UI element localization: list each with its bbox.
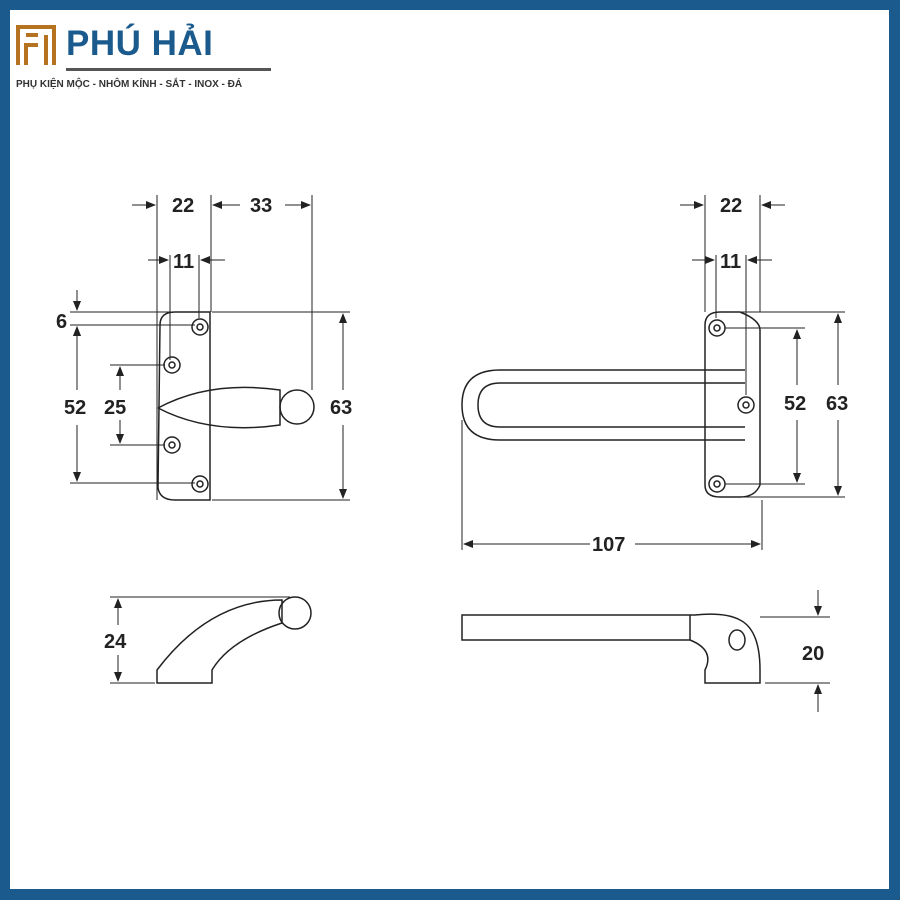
logo-divider (66, 68, 271, 71)
dim-25: 25 (104, 397, 126, 419)
logo: PHÚ HẢI PHỤ KIỆN MỘC - NHÔM KÍNH - SẮT -… (16, 22, 271, 92)
dim-11-left: 11 (173, 251, 194, 273)
dim-22-left: 22 (172, 195, 194, 217)
logo-mark-icon (16, 25, 56, 65)
dim-52-left: 52 (64, 397, 86, 419)
dim-11-right: 11 (720, 251, 741, 273)
left-side-view (110, 596, 312, 684)
dim-63-left: 63 (330, 397, 352, 419)
dim-22-right: 22 (720, 195, 742, 217)
right-front-view (461, 195, 845, 550)
dim-52-right: 52 (784, 393, 806, 415)
dim-20: 20 (802, 643, 824, 665)
tagline: PHỤ KIỆN MỘC - NHÔM KÍNH - SẮT - INOX - … (16, 79, 243, 90)
left-front-view (70, 195, 350, 501)
dim-33: 33 (250, 195, 272, 217)
dim-24: 24 (104, 631, 127, 653)
dim-6: 6 (56, 311, 67, 333)
brand-name: PHÚ HẢI (66, 24, 214, 63)
dim-63-right: 63 (826, 393, 848, 415)
right-side-view (461, 590, 830, 712)
dim-107: 107 (592, 534, 625, 556)
